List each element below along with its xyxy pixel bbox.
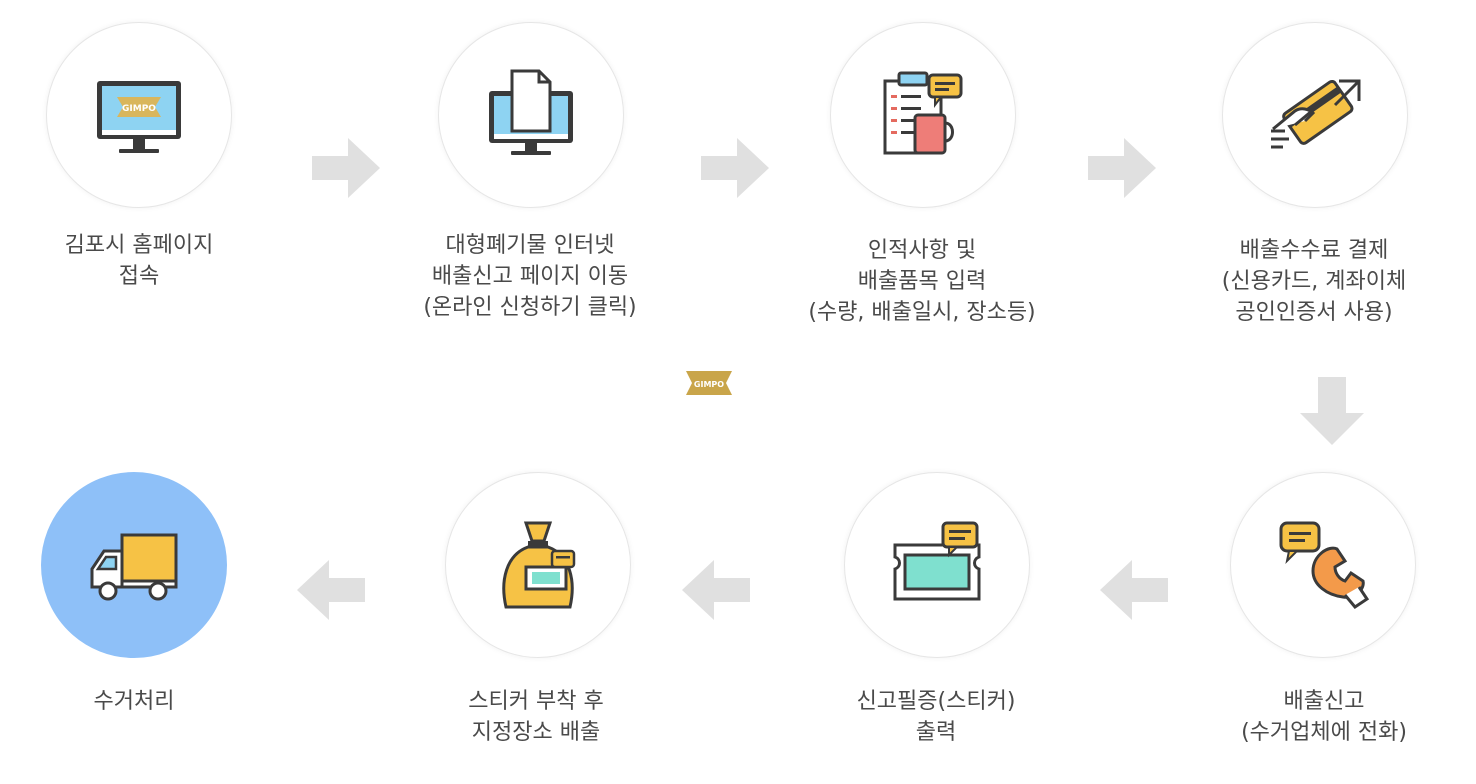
step-7-circle xyxy=(445,472,631,658)
arrow-down-icon xyxy=(1300,377,1364,445)
phone-call-icon xyxy=(1279,521,1370,609)
step-6-circle xyxy=(844,472,1030,658)
clipboard-cup-icon xyxy=(883,71,963,155)
step-2-circle xyxy=(438,22,624,208)
bag-sticker-icon xyxy=(502,521,576,609)
gimpo-logo-icon: GIMPO xyxy=(686,371,732,395)
arrow-right-icon xyxy=(701,138,769,198)
monitor-gimpo-icon: GIMPO xyxy=(97,81,181,153)
step-5-circle xyxy=(1230,472,1416,658)
svg-text:GIMPO: GIMPO xyxy=(694,380,724,389)
step-5-label: 배출신고(수거업체에 전화) xyxy=(1241,689,1407,745)
ticket-icon xyxy=(893,521,981,601)
step-1-circle: GIMPO xyxy=(46,22,232,208)
card-payment-icon xyxy=(1271,79,1361,149)
arrow-left-icon xyxy=(297,560,365,620)
gimpo-logo-text: GIMPO xyxy=(122,104,156,114)
step-6-label: 신고필증(스티커)출력 xyxy=(856,689,1016,745)
step-3-circle xyxy=(830,22,1016,208)
monitor-document-icon xyxy=(489,69,573,155)
step-4-circle xyxy=(1222,22,1408,208)
step-8-circle xyxy=(41,472,227,658)
arrow-right-icon xyxy=(1088,138,1156,198)
arrow-right-icon xyxy=(312,138,380,198)
arrow-left-icon xyxy=(682,560,750,620)
arrow-left-icon xyxy=(1100,560,1168,620)
step-8-label: 수거처리 xyxy=(93,689,175,714)
truck-icon xyxy=(90,533,178,601)
